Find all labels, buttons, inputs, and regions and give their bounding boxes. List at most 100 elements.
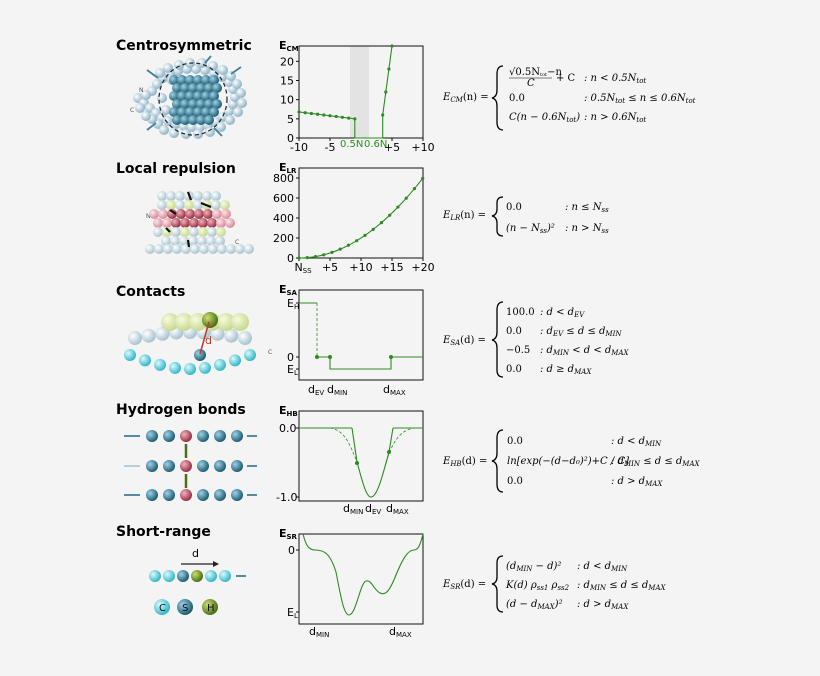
xtick-dMIN: dMIN: [309, 625, 329, 639]
distance-label: d: [205, 334, 212, 347]
energy-curve: [298, 177, 424, 259]
bead: [172, 83, 182, 93]
bead: [180, 218, 190, 228]
bead: [209, 91, 219, 101]
bead: [204, 115, 214, 125]
xtick-dMAX: dMAX: [386, 502, 409, 516]
bead: [219, 570, 231, 582]
bead: [177, 75, 187, 85]
svg-text:ESA(d) =: ESA(d) =: [442, 335, 486, 347]
svg-text:ln[exp(−(d−d₀)²)+C / C]: ln[exp(−(d−d₀)²)+C / C]: [507, 456, 629, 467]
y-axis-label: ECM: [279, 39, 299, 53]
ytick: 15: [280, 75, 294, 88]
n-terminus-label: N: [139, 87, 144, 94]
bead-legend-label: C: [159, 603, 166, 614]
bead: [141, 328, 156, 343]
bead: [180, 227, 190, 237]
bead: [158, 209, 168, 219]
bead: [163, 570, 175, 582]
ytick: 0: [287, 252, 294, 265]
x-mark-0.6N: 0.6N: [364, 139, 387, 150]
bead: [193, 107, 203, 117]
bead: [141, 90, 151, 100]
svg-text:: d < dEV: : d < dEV: [540, 307, 585, 319]
bead-legend-C: [154, 599, 170, 615]
bead: [185, 91, 195, 101]
svg-text:ESR(d) =: ESR(d) =: [442, 579, 486, 591]
contacts-illustration: C d: [124, 312, 272, 375]
bead: [217, 244, 227, 254]
bead: [161, 313, 179, 331]
bead: [221, 209, 231, 219]
bead: [154, 244, 164, 254]
bead: [229, 354, 241, 367]
ytick: 200: [273, 232, 294, 245]
bead: [180, 460, 192, 472]
bead: [177, 91, 187, 101]
ytick: 5: [287, 113, 294, 126]
svg-text:ELR(n) =: ELR(n) =: [442, 210, 486, 222]
repulsion-bond: [186, 239, 191, 248]
xtick: +5: [322, 261, 338, 274]
bead: [162, 218, 172, 228]
equation-centrosymmetric: ECM(n) = √0.5Ntot−n C + C : n < 0.5Ntot …: [442, 65, 696, 131]
y-axis-label: ESR: [279, 527, 298, 541]
bead: [184, 363, 196, 375]
bead: [193, 129, 203, 139]
svg-text:: d < dMIN: : d < dMIN: [611, 436, 662, 448]
bead: [153, 227, 163, 237]
equation-short-range: ESR(d) = (dMIN − d)² : d < dMIN K(d) ρss…: [442, 555, 667, 613]
bead: [214, 489, 226, 501]
svg-text:: n > Nss: : n > Nss: [565, 223, 609, 235]
svg-text:: n > 0.6Ntot: : n > 0.6Ntot: [584, 112, 646, 124]
bead: [199, 361, 211, 374]
svg-text:0.0: 0.0: [506, 364, 522, 375]
bead: [149, 570, 161, 582]
xtick: +20: [411, 261, 434, 274]
bead: [163, 116, 173, 126]
bead: [175, 191, 185, 201]
bead: [155, 68, 165, 78]
ytick-EH: EH: [287, 297, 299, 311]
bead: [244, 349, 256, 361]
bead: [201, 91, 211, 101]
bead: [157, 191, 167, 201]
ytick-0: 0: [287, 351, 294, 364]
svg-text:: n < 0.5Ntot: : n < 0.5Ntot: [584, 73, 646, 85]
xtick: +10: [349, 261, 372, 274]
title-centrosymmetric: Centrosymmetric: [116, 38, 252, 54]
repulsion-bond: [165, 227, 171, 233]
bead: [233, 107, 243, 117]
bead: [152, 79, 162, 89]
svg-text:0.0: 0.0: [507, 436, 523, 447]
title-local-repulsion: Local repulsion: [116, 161, 236, 177]
bead: [163, 244, 173, 254]
repulsion-bond: [169, 209, 177, 215]
x-mark-0.5N: 0.5N: [340, 139, 363, 150]
bead: [145, 244, 155, 254]
ytick: 600: [273, 192, 294, 205]
c-terminus-label: C: [268, 349, 272, 356]
bead: [189, 227, 199, 237]
plot-hydrogen-bonds: EHB 0.0 -1.0 dMIN dEV dMAX: [276, 404, 424, 516]
bead: [172, 99, 182, 109]
bead: [191, 570, 203, 582]
ytick-EL: EL: [287, 363, 298, 377]
bead: [163, 489, 175, 501]
bead: [205, 127, 215, 137]
bead: [231, 313, 249, 331]
svg-text:ECM(n) =: ECM(n) =: [442, 92, 489, 104]
bead-legend-H: [202, 599, 218, 615]
bead: [198, 227, 208, 237]
bead: [197, 489, 209, 501]
bead: [209, 75, 219, 85]
bead: [201, 107, 211, 117]
bead: [194, 209, 204, 219]
bead: [149, 209, 159, 219]
bead-legend-label: S: [182, 603, 188, 614]
xtick-dMIN: dMIN: [327, 383, 347, 397]
svg-text:0.0: 0.0: [506, 202, 522, 213]
bead: [196, 99, 206, 109]
ytick: 10: [280, 94, 294, 107]
ytick: 0: [287, 132, 294, 145]
